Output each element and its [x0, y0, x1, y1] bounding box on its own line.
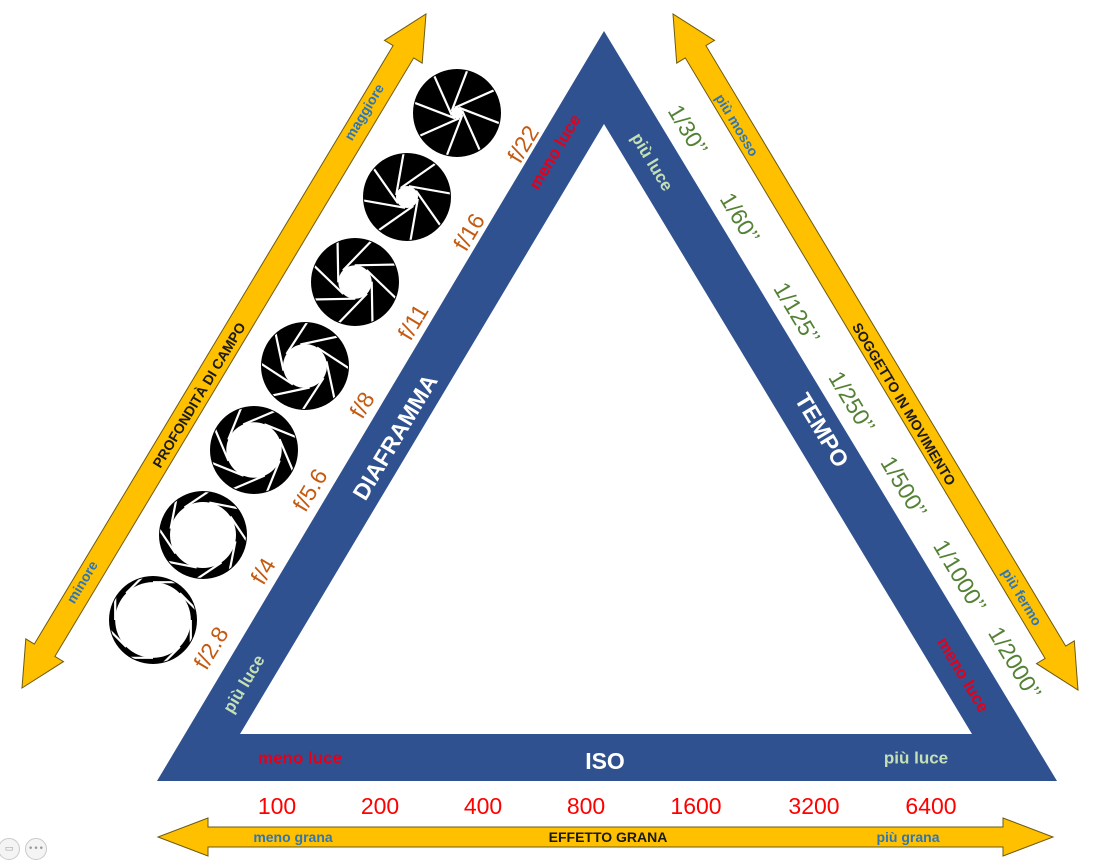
iso-value-label: 3200	[788, 793, 839, 819]
subject-motion-arrow	[672, 13, 1079, 691]
aperture-iris-icon	[413, 69, 501, 157]
iso-value-label: 800	[567, 793, 605, 819]
grain-effect-arrow	[156, 817, 1055, 857]
aperture-iris-icon	[311, 238, 399, 326]
iso-value-label: 100	[258, 793, 296, 819]
exposure-triangle	[157, 31, 1057, 781]
view-toggle-button[interactable]: ▭	[0, 838, 20, 860]
grain-effect-left-end: meno grana	[253, 829, 333, 845]
iso-more-light: più luce	[884, 749, 948, 768]
depth-of-field-arrow	[21, 13, 427, 689]
iso-value-label: 6400	[905, 793, 956, 819]
iso-value-labels: 100 200 400 800 1600 3200 6400	[258, 793, 957, 819]
aperture-iris-icon	[261, 322, 349, 410]
grain-effect-title: EFFETTO GRANA	[549, 829, 668, 845]
iso-value-label: 1600	[670, 793, 721, 819]
shutter-speed-labels: 1/30’’1/60’’1/125’’1/250’’1/500’’1/1000’…	[663, 100, 1047, 704]
arrows-layer	[21, 13, 1079, 857]
iso-value-label: 400	[464, 793, 502, 819]
grain-effect-right-end: più grana	[876, 829, 939, 845]
iso-less-light: meno luce	[258, 749, 342, 768]
aperture-iris-icon	[159, 491, 247, 579]
more-options-button[interactable]: •••	[25, 838, 47, 860]
aperture-iris-group	[109, 69, 501, 664]
aperture-iris-icon	[210, 406, 298, 494]
iso-side-title: ISO	[585, 748, 625, 774]
iso-value-label: 200	[361, 793, 399, 819]
